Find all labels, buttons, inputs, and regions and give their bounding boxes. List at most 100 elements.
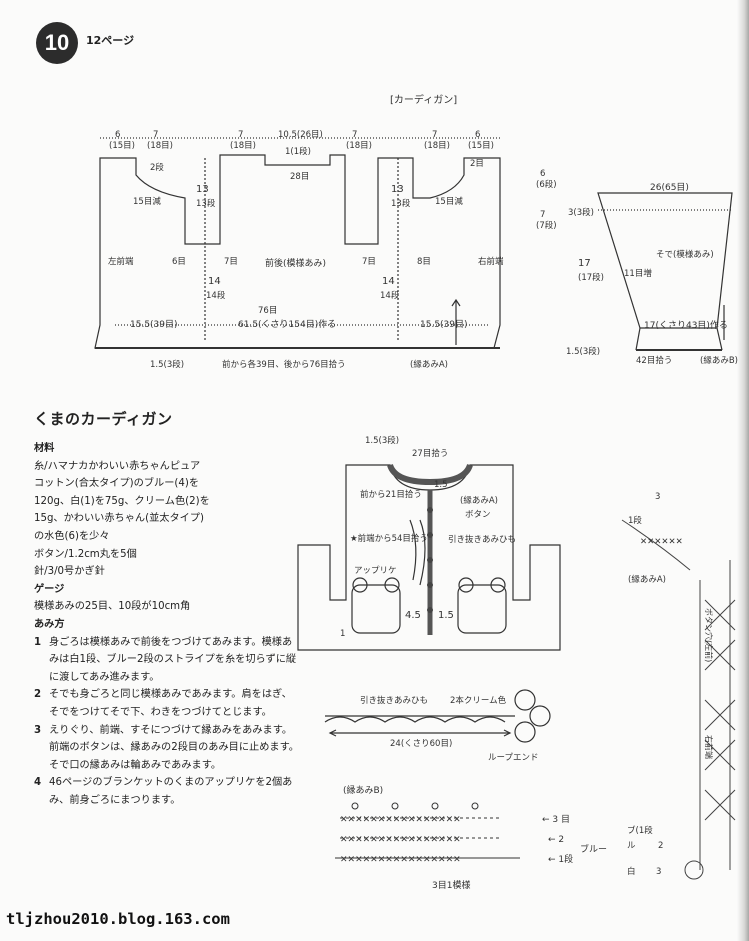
sleeve-dim: 17 — [578, 258, 591, 269]
cord-color: 2本クリーム色 — [450, 695, 507, 706]
cast-label: 76目 — [258, 306, 277, 316]
sleeve-inc: 11目増 — [624, 268, 652, 279]
rows-label: 14段 — [206, 290, 226, 301]
edge-b-row3-stitches: ✕✕✕✕✕✕✕✕✕✕✕✕✕✕✕✕ — [340, 815, 461, 825]
center-label: 前後(模様あみ) — [265, 257, 326, 269]
shoulder-label: 2目 — [470, 159, 484, 169]
step-number: 1 — [34, 636, 42, 648]
method-step: 2 そでも身ごろと同じ模様あみであみます。肩をはぎ、そでをつけてそで下、わきをつづ… — [34, 686, 299, 721]
dim-label: 6 — [475, 130, 480, 140]
cord-label: 引き抜きあみひも — [448, 534, 516, 545]
sleeve-label: そで(模様あみ) — [656, 249, 714, 260]
materials-line: コットン(合太タイプ)のブルー(4)を — [34, 478, 200, 490]
bottom-label: 15.5(39目) — [420, 319, 468, 330]
inner-label: 7目 — [224, 257, 238, 267]
dim-label: (15目) — [109, 141, 135, 151]
front-pickup2: ★前端から54目拾う — [350, 533, 428, 544]
materials-line: 糸/ハマナカかわいい赤ちゃんピュア — [34, 460, 201, 472]
edge-b-note: 3目1模様 — [432, 879, 470, 891]
step-text: そでも身ごろと同じ模様あみであみます。肩をはぎ、そでをつけてそで下、わきをつづけ… — [49, 689, 292, 718]
edge-a-row3: 3 — [655, 492, 660, 502]
step-number: 2 — [34, 689, 42, 701]
edge-a-buttonhole: ボタン穴(左前) — [704, 608, 714, 662]
finishing-labels: 1.5(3段) 27目拾う 1.5 前から21目拾う ★前端から54目拾う (縁… — [340, 435, 516, 639]
body-schematic — [94, 137, 733, 351]
front-edge-label: 右前端 — [478, 256, 504, 267]
step-number: 4 — [34, 777, 42, 789]
finishing-buttons — [427, 507, 433, 613]
needle-line: 針/3/0号かぎ針 — [34, 566, 105, 578]
diagram-title: [カーディガン] — [390, 93, 457, 106]
front-pickup: 前から21目拾う — [360, 489, 422, 500]
step-number: 3 — [34, 724, 42, 736]
cord-name: 引き抜きあみひも — [360, 695, 428, 706]
article-title: くまのカーディガン — [34, 410, 173, 428]
neck-pickup: 27目拾う — [412, 448, 448, 459]
edge-b-chart — [335, 802, 520, 859]
sleeve-pickup: 42目拾う — [636, 355, 672, 366]
edge-b-labels: (縁あみB) ✕✕✕✕✕✕✕✕✕✕✕✕✕✕✕✕ ✕✕✕✕✕✕✕✕✕✕✕✕✕✕✕✕… — [340, 784, 607, 891]
materials-line: の水色(6)を少々 — [34, 530, 110, 542]
body-labels: [カーディガン] 6 (15目) 7 (18目) 7 (18目) 10.5(26… — [108, 93, 738, 370]
dim-label: 6 — [115, 130, 120, 140]
materials-heading: 材料 — [34, 443, 55, 454]
step-text: えりぐり、前端、すそにつづけて縁あみをあみます。前端のボタンは、縁あみの2段目の… — [49, 724, 299, 771]
edge-a-row-stitches: ✕✕✕✕✕✕ — [640, 537, 683, 547]
edge-a: (縁あみA) — [460, 495, 498, 506]
edge-a-legend-w: 白 — [627, 866, 636, 877]
edge-a-legend-3: 3 — [656, 867, 661, 877]
inner-label: 8目 — [417, 257, 431, 267]
edge-height-label: 1.5(3段) — [150, 359, 184, 370]
edge-a-legend-2: 2 — [658, 841, 663, 851]
dim-label: 7 — [238, 130, 243, 140]
sleeve-edge: (縁あみB) — [700, 355, 738, 366]
materials-line: 120g、白(1)を75g、クリーム色(2)を — [34, 495, 210, 507]
dim-label: (18目) — [424, 141, 450, 151]
method-step: 3 えりぐり、前端、すそにつづけて縁あみをあみます。前端のボタンは、縁あみの2段目… — [34, 722, 299, 775]
front-edge-label: 左前端 — [108, 256, 134, 267]
dim-label: 7 — [540, 210, 545, 220]
neck-dec-label: 15目減 — [133, 196, 161, 207]
watermark-url: tljzhou2010.blog.163.com — [6, 910, 230, 928]
button-line: ボタン/1.2cm丸を5個 — [34, 548, 137, 560]
dim-label: 10.5(26目) — [278, 130, 323, 140]
sleeve-bottom: 17(くさり43目)作る — [644, 319, 728, 331]
button-label: ボタン — [465, 510, 491, 520]
dim-label: 7 — [153, 130, 158, 140]
sleeve-dim: 3(3段) — [568, 207, 594, 218]
applique-label: アップリケ — [354, 566, 397, 576]
cord-diagram — [324, 689, 551, 743]
dim-label: (7段) — [536, 220, 557, 231]
sleeve-dim: (17段) — [578, 272, 604, 283]
neck-label: 28目 — [290, 172, 309, 182]
shoulder-label: 2段 — [150, 162, 164, 173]
edge-a-right-front: 右前端 — [704, 735, 714, 759]
gauge-line: 模様あみの25目、10段が10cm角 — [34, 601, 191, 613]
dim-label: (6段) — [536, 179, 557, 190]
neck-height: 1.5(3段) — [365, 435, 399, 446]
edge-a-row1: 1段 — [628, 515, 642, 526]
dim-1: 1 — [340, 629, 345, 639]
cord-loop: ループエンド — [488, 753, 539, 763]
neck-dec-label: 15目減 — [435, 196, 463, 207]
materials-line: 15g、かわいい赤ちゃん(並太タイプ) — [34, 513, 205, 525]
edge-b-row2: ← 2 — [548, 835, 564, 845]
method-step: 1 身ごろは模様あみで前後をつづけてあみます。模様あみは白1段、ブルー2段のストラ… — [34, 634, 299, 687]
dim-label: 7 — [352, 130, 357, 140]
edge-a-label: (縁あみA) — [410, 359, 448, 370]
edge-a-title: (縁あみA) — [628, 574, 666, 585]
method-heading: あみ方 — [34, 618, 65, 630]
step-text: 身ごろは模様あみで前後をつづけてあみます。模様あみは白1段、ブルー2段のストライ… — [49, 636, 297, 683]
bottom-label: 61.5(くさり154目)作る — [238, 318, 336, 330]
edge-b-title: (縁あみB) — [343, 784, 383, 796]
inner-label: 7目 — [362, 257, 376, 267]
sleeve-dim: 1.5(3段) — [566, 346, 600, 357]
dim-15: 1.5 — [438, 610, 454, 621]
dim-label: 13 — [391, 184, 404, 195]
dim-label: (18目) — [346, 141, 372, 151]
sleeve-dim: 26(65目) — [650, 182, 689, 193]
dim-label: 6 — [540, 169, 545, 179]
rows-label: 13段 — [196, 198, 216, 209]
